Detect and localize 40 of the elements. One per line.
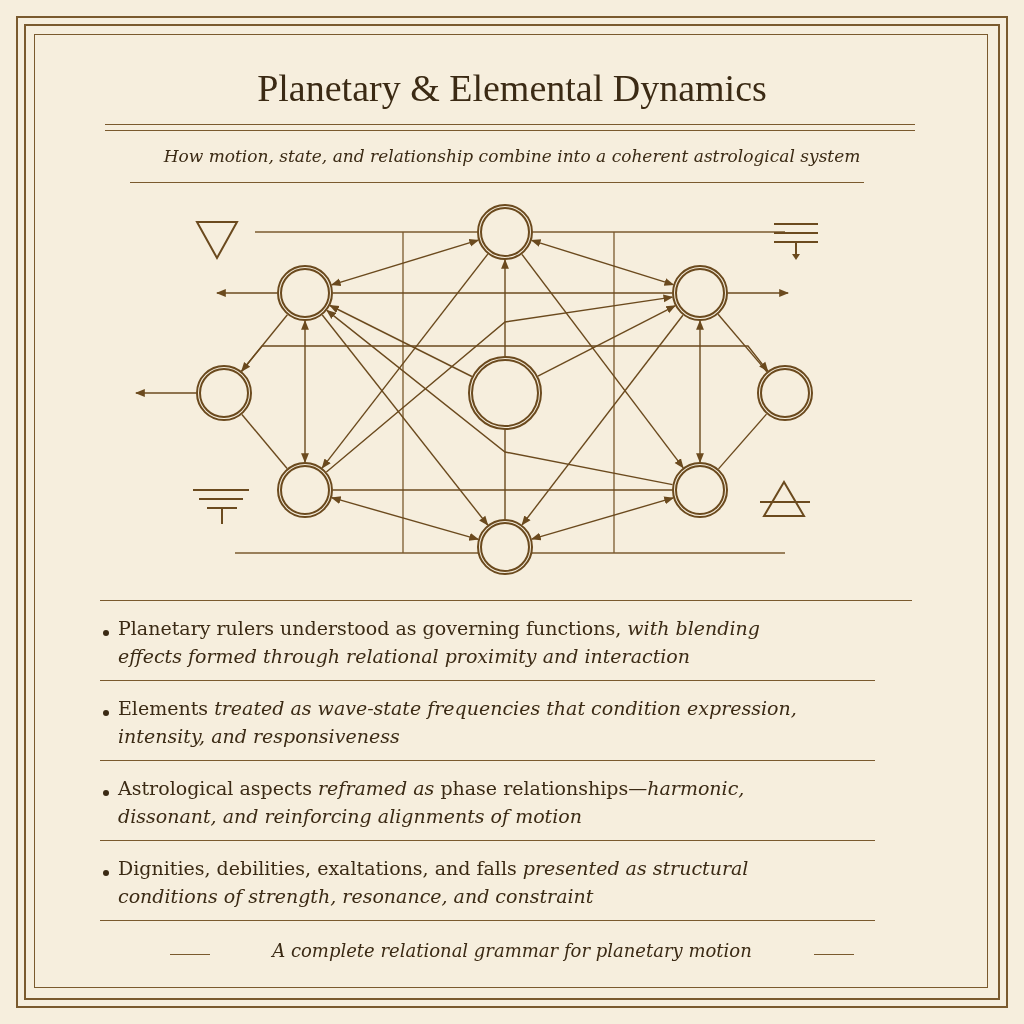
- arrow: [530, 496, 675, 541]
- connector-line: [504, 429, 506, 520]
- arrow: [521, 253, 684, 469]
- circle-node: [672, 462, 728, 518]
- connector-line: [241, 413, 288, 470]
- arrow: [216, 289, 278, 297]
- bullet-text: Elements treated as wave-state frequencies that condition expression, intensity, and responsiveness: [118, 696, 798, 749]
- bullet-text: Planetary rulers understood as governing functions, with blending effects formed through relational proximity and interaction: [118, 616, 761, 669]
- connector-line: [240, 314, 289, 372]
- arrow: [530, 239, 675, 286]
- connector-line: [717, 413, 768, 470]
- connector-line: [332, 489, 673, 491]
- arrow: [521, 314, 684, 526]
- circle-node: [477, 519, 533, 575]
- caption: A complete relational grammar for planetary motion: [270, 940, 753, 961]
- arrow: [727, 289, 789, 297]
- arrow: [330, 496, 480, 541]
- arrow: [537, 305, 676, 377]
- arrow: [135, 389, 197, 397]
- arrow: [321, 314, 489, 526]
- arrow: [321, 253, 489, 469]
- arrow: [329, 304, 473, 378]
- circle-node: [672, 265, 728, 321]
- connector-line: [332, 292, 673, 294]
- arrow: [240, 345, 769, 372]
- arrow: [330, 239, 480, 286]
- arrow: [301, 320, 309, 463]
- arrow: [501, 259, 509, 357]
- circle-node: [468, 356, 542, 430]
- subtitle: How motion, state, and relationship combine into a coherent astrological system: [162, 146, 862, 166]
- title: Planetary & Elemental Dynamics: [256, 66, 768, 110]
- arrow: [696, 320, 704, 463]
- bullet-text: Astrological aspects reframed as phase relationships—harmonic, dissonant, and reinforcing alignments of motion: [118, 776, 746, 829]
- circle-node: [277, 265, 333, 321]
- circle-node: [757, 365, 813, 421]
- circle-node: [477, 204, 533, 260]
- bullet-text: Dignities, debilities, exaltations, and falls presented as structural conditions of strength, resonance, and constraint: [118, 856, 750, 909]
- circle-node: [277, 462, 333, 518]
- connector-line: [717, 313, 768, 373]
- circle-node: [196, 365, 252, 421]
